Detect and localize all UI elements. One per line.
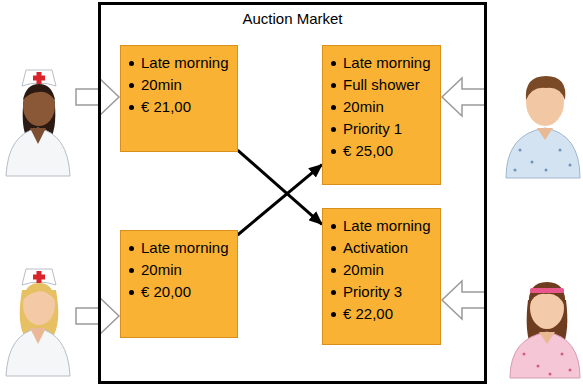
bullet-row: 20min [129, 74, 229, 96]
market-frame: Auction MarketLate morning20min€ 21,00La… [98, 2, 487, 384]
bullet-dot [331, 127, 336, 132]
bullet-dot [331, 312, 336, 317]
offer-detail: 20min [343, 259, 384, 281]
bullet-row: € 20,00 [129, 281, 229, 303]
nurse-cap [22, 269, 56, 285]
offer-detail: € 21,00 [141, 96, 191, 118]
bullet-row: Priority 3 [331, 281, 432, 303]
gown-dot [569, 369, 572, 372]
bullet-row: € 22,00 [331, 303, 432, 325]
offer-detail: 20min [141, 259, 182, 281]
patient-hair [529, 282, 565, 306]
bullet-dot [129, 290, 134, 295]
bullet-dot [331, 290, 336, 295]
bullet-dot [331, 224, 336, 229]
gown-pattern [514, 149, 572, 172]
bullet-row: Full shower [331, 74, 432, 96]
frame-title: Auction Market [101, 9, 484, 29]
gown-pattern [523, 353, 572, 376]
bullet-row: € 21,00 [129, 96, 229, 118]
nurse-neck [30, 128, 46, 144]
bullet-dot [331, 268, 336, 273]
red-cross [33, 76, 45, 81]
bullet-row: Late morning [331, 52, 432, 74]
bullet-dot [331, 246, 336, 251]
match-arrow [238, 150, 322, 224]
patient-neck [537, 128, 553, 140]
bullet-row: Late morning [129, 237, 229, 259]
bullet-dot [331, 83, 336, 88]
offer-detail: 20min [343, 96, 384, 118]
gown-dot [531, 161, 534, 164]
bullet-row: 20min [331, 259, 432, 281]
bullet-row: 20min [129, 259, 229, 281]
input-arrow [442, 78, 485, 116]
bullet-row: Activation [331, 237, 432, 259]
offer-detail: Priority 3 [343, 281, 402, 303]
nurse-hair [23, 283, 55, 300]
bullet-row: € 25,00 [331, 140, 432, 162]
offer-box: Late morning20min€ 20,00 [120, 230, 238, 338]
hair-band [530, 288, 564, 293]
input-arrow [442, 281, 485, 319]
offer-detail: € 25,00 [343, 140, 393, 162]
gown-dot [559, 149, 562, 152]
offer-detail: Late morning [343, 215, 431, 237]
offer-detail: € 22,00 [343, 303, 393, 325]
gown-dot [569, 164, 572, 167]
offer-detail: 20min [141, 74, 182, 96]
offer-detail: Late morning [141, 52, 229, 74]
nurse-neck [30, 328, 46, 344]
patient-neck [539, 332, 555, 344]
nurse-cap [22, 70, 56, 86]
offer-box: Late morningFull shower20minPriority 1€ … [322, 45, 441, 185]
gown-dot [523, 353, 526, 356]
offer-detail: € 20,00 [141, 281, 191, 303]
offer-box: Late morningActivation20minPriority 3€ 2… [322, 208, 441, 345]
gown-dot [514, 169, 517, 172]
bullet-dot [129, 246, 134, 251]
offer-detail: Late morning [343, 52, 431, 74]
patient-gown [506, 128, 580, 178]
offer-detail: Full shower [343, 74, 420, 96]
bullet-row: Late morning [331, 215, 432, 237]
bullet-dot [331, 105, 336, 110]
gown-dot [561, 353, 564, 356]
bullet-row: 20min [331, 96, 432, 118]
gown-dot [549, 373, 552, 376]
nurse-hair [23, 84, 55, 100]
gown-dot [537, 365, 540, 368]
bullet-dot [331, 149, 336, 154]
match-arrow [238, 165, 322, 235]
bullet-row: Late morning [129, 52, 229, 74]
offer-box: Late morning20min€ 21,00 [120, 45, 238, 152]
offer-detail: Late morning [141, 237, 229, 259]
patient-gown [510, 332, 580, 378]
offer-detail: Priority 1 [343, 118, 402, 140]
bullet-dot [331, 61, 336, 66]
gown-dot [545, 169, 548, 172]
nurse-uniform [6, 128, 70, 176]
patient-hair [526, 76, 566, 100]
bullet-row: Priority 1 [331, 118, 432, 140]
offer-detail: Activation [343, 237, 408, 259]
red-cross [33, 275, 45, 280]
bullet-dot [129, 83, 134, 88]
bullet-dot [129, 61, 134, 66]
nurse-uniform [6, 328, 70, 376]
bullet-dot [129, 105, 134, 110]
gown-dot [519, 149, 522, 152]
bullet-dot [129, 268, 134, 273]
